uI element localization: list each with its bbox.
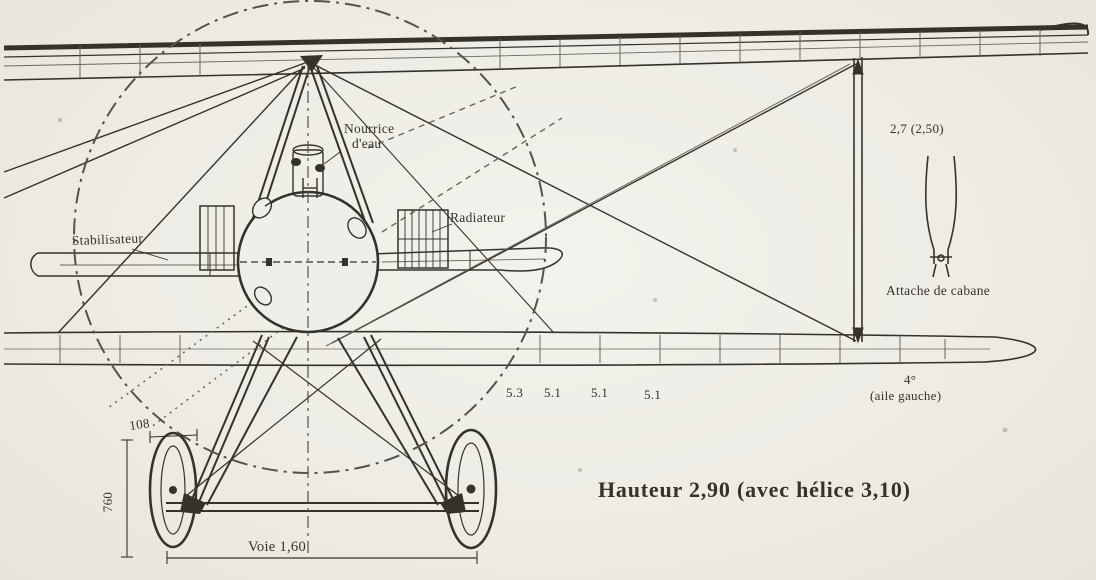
dimension-marks bbox=[121, 429, 478, 564]
label-spacing-1: 5.3 bbox=[506, 385, 523, 400]
label-wheel-width: 108 bbox=[128, 415, 150, 433]
paper-specks bbox=[58, 118, 1008, 472]
label-spacing-4: 5.1 bbox=[644, 387, 661, 402]
label-radiateur: Radiateur bbox=[450, 210, 505, 225]
label-stabilisateur: Stabilisateur bbox=[72, 231, 144, 248]
label-nourrice-line2: d'eau bbox=[352, 136, 381, 151]
label-aile-angle: 4° bbox=[904, 372, 916, 387]
landing-gear bbox=[166, 334, 479, 514]
label-spacing-3: 5.1 bbox=[591, 385, 608, 400]
stabilizer bbox=[30, 247, 563, 277]
label-hauteur: Hauteur 2,90 (avec hélice 3,10) bbox=[598, 477, 911, 502]
lower-wing bbox=[3, 330, 1037, 367]
label-nourrice-line1: Nourrice bbox=[344, 121, 394, 136]
label-attache-cabane: Attache de cabane bbox=[886, 283, 990, 298]
label-wheel-height: 760 bbox=[100, 492, 115, 512]
left-wheel bbox=[148, 431, 198, 549]
bracing-wires bbox=[3, 62, 857, 429]
radiator-left bbox=[199, 205, 235, 271]
cabane-attachment-detail bbox=[924, 155, 958, 278]
interplane-strut bbox=[852, 57, 864, 344]
labels: Stabilisateur Nourrice d'eau Radiateur 2… bbox=[72, 121, 990, 555]
top-wing bbox=[3, 22, 1090, 81]
propeller-disc bbox=[73, 0, 547, 474]
stabilisateur-leader-line bbox=[131, 248, 169, 261]
fuselage-cowl bbox=[236, 190, 380, 334]
label-spacing-2: 5.1 bbox=[544, 385, 561, 400]
label-aile-gauche: (aile gauche) bbox=[870, 388, 941, 403]
radiator-right bbox=[397, 209, 453, 269]
label-voie: Voie 1,60 bbox=[248, 539, 306, 555]
label-strut-dimension: 2,7 (2,50) bbox=[890, 121, 944, 136]
right-wheel bbox=[444, 428, 498, 550]
